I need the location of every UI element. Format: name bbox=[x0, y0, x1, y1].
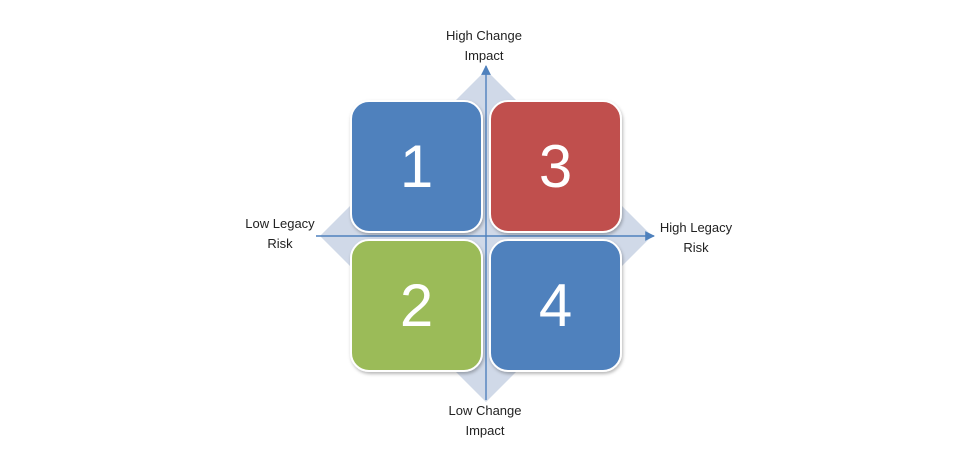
axis-label-top: High Change Impact bbox=[424, 26, 544, 66]
axis-label-bottom-line1: Low Change bbox=[448, 403, 522, 418]
axis-label-left: Low Legacy Risk bbox=[230, 214, 330, 254]
axis-label-top-line1: High Change bbox=[446, 28, 522, 43]
axis-label-bottom-line2: Impact bbox=[465, 423, 505, 438]
quadrant-number-2: 2 bbox=[400, 272, 433, 339]
quadrant-number-3: 3 bbox=[539, 133, 572, 200]
quadrant-number-1: 1 bbox=[400, 133, 433, 200]
axis-label-right-line2: Risk bbox=[683, 240, 709, 255]
axis-label-top-line2: Impact bbox=[464, 48, 504, 63]
axis-label-right-line1: High Legacy bbox=[659, 220, 733, 235]
axis-label-left-line2: Risk bbox=[267, 236, 293, 251]
axis-label-bottom: Low Change Impact bbox=[425, 401, 545, 441]
quadrant-tile-2: 2 bbox=[350, 239, 483, 372]
quadrant-tile-4: 4 bbox=[489, 239, 622, 372]
quadrant-tile-3: 3 bbox=[489, 100, 622, 233]
quadrant-number-4: 4 bbox=[539, 272, 572, 339]
axis-label-right: High Legacy Risk bbox=[643, 218, 749, 258]
axis-label-left-line1: Low Legacy bbox=[245, 216, 315, 231]
quadrant-tile-1: 1 bbox=[350, 100, 483, 233]
